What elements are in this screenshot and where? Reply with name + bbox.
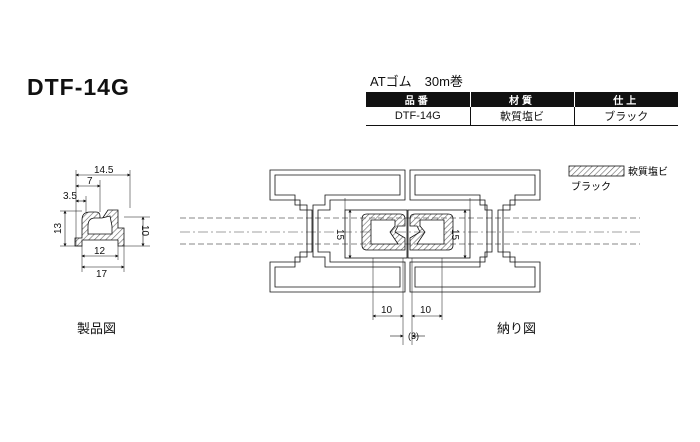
dim-width-small: 3.5 bbox=[63, 191, 77, 202]
product-view-caption: 製品図 bbox=[77, 321, 117, 336]
header-part-no: 品番 bbox=[366, 92, 471, 107]
install-view-caption: 納り図 bbox=[497, 321, 537, 336]
right-frame-inner bbox=[414, 174, 536, 288]
dim-gap: (3) bbox=[408, 331, 419, 341]
legend-hatch-swatch bbox=[568, 165, 625, 177]
legend-finish: ブラック bbox=[571, 180, 611, 193]
cell-material: 軟質塩ビ bbox=[470, 107, 575, 126]
header-material: 材質 bbox=[470, 92, 575, 107]
product-code: DTF-14G bbox=[27, 74, 130, 100]
dim-width-left: 10 bbox=[381, 305, 393, 316]
dim-base-inner: 12 bbox=[94, 246, 106, 257]
dim-width-right: 10 bbox=[420, 305, 432, 316]
dim-height-left: 15 bbox=[334, 229, 345, 241]
profile-hollow bbox=[87, 215, 113, 235]
right-pocket bbox=[407, 209, 471, 259]
left-gasket-hollow bbox=[370, 219, 399, 245]
left-frame-inner bbox=[274, 174, 401, 288]
cell-finish: ブラック bbox=[574, 107, 678, 126]
spec-table: 品番 材質 仕上 DTF-14G 軟質塩ビ ブラック bbox=[366, 92, 678, 126]
dim-height-right: 10 bbox=[139, 225, 150, 237]
install-dimensions: 15 15 10 10 (3) bbox=[334, 229, 460, 341]
right-gasket-hollow bbox=[416, 219, 445, 245]
product-dimensions: 14.5 7 3.5 13 10 12 17 bbox=[53, 165, 150, 280]
spec-data-row: DTF-14G 軟質塩ビ ブラック bbox=[366, 107, 678, 126]
product-section bbox=[60, 170, 150, 272]
install-section bbox=[180, 169, 640, 345]
spec-header-row: 品番 材質 仕上 bbox=[366, 92, 678, 107]
header-finish: 仕上 bbox=[574, 92, 678, 107]
dim-height-right: 15 bbox=[449, 229, 460, 241]
spec-caption: ATゴム 30m巻 bbox=[370, 74, 463, 89]
dim-width-mid: 7 bbox=[87, 176, 93, 187]
legend-material: 軟質塩ビ bbox=[628, 165, 668, 178]
left-pocket bbox=[344, 209, 408, 259]
dim-width-top: 14.5 bbox=[94, 165, 114, 176]
dim-base-total: 17 bbox=[96, 269, 108, 280]
cell-part-no: DTF-14G bbox=[366, 107, 471, 126]
material-legend: 軟質塩ビ ブラック bbox=[568, 165, 668, 193]
dim-height-total: 13 bbox=[53, 222, 64, 234]
left-frame bbox=[269, 169, 406, 293]
